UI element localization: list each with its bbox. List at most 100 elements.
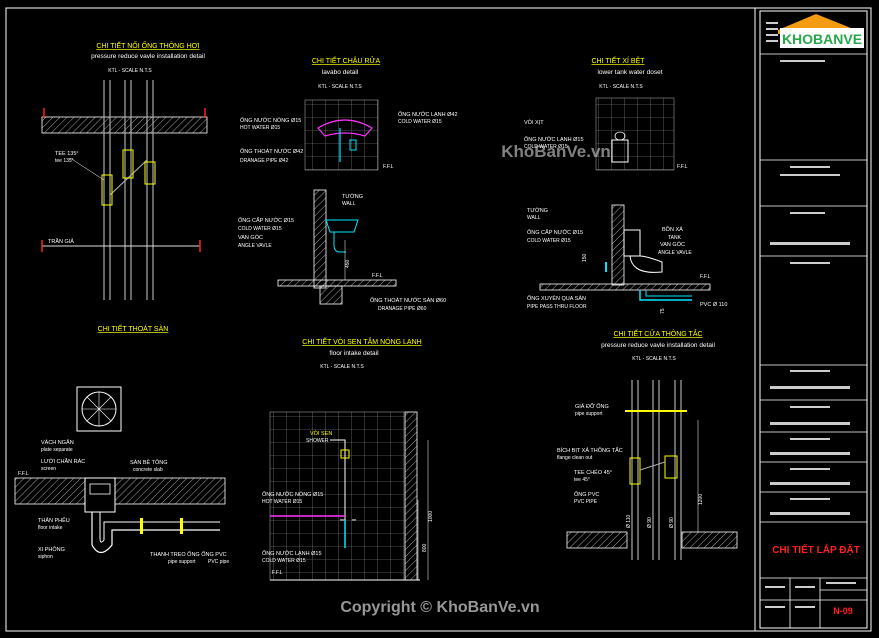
lavabo-ffl: F.F.L (372, 273, 383, 279)
floor-drain-ffl: F.F.L (18, 471, 29, 477)
floor-drain-funnel-label: THÂN PHỄU (38, 517, 70, 524)
shower-head-label: VÒI SEN (310, 430, 332, 437)
floor-drain-pvc-label: PVC pipe (208, 559, 229, 565)
cleanout-plug-label-en: flange clean out (557, 455, 593, 461)
shower-hot-label: ỐNG NƯỚC NÓNG Ø15 (262, 491, 323, 498)
lavabo-hot-label: ỐNG NƯỚC NÓNG Ø15 (240, 117, 301, 124)
shower-cold-label-en: COLD WATER Ø15 (262, 558, 306, 564)
shower-ffl: F.F.L (272, 570, 283, 576)
wc-tap-label: VÒI XỊT (524, 119, 544, 126)
shower-hot-label-en: HOT WATER Ø15 (262, 499, 302, 505)
lavabo-wall-label-en: WALL (342, 201, 356, 207)
cleanout-subtitle: pressure reduce vavle installation detai… (601, 342, 715, 349)
wc-ffl: F.F.L (700, 274, 711, 280)
cleanout-dim: 1200 (698, 494, 704, 505)
cleanout-pvc-label: ỐNG PVC (574, 491, 599, 498)
lavabo-wall-label: TƯỜNG (342, 193, 363, 200)
wc-tank-label-en: TANK (668, 235, 682, 241)
wc-cold-label-en: COLD WATER Ø15 (524, 144, 568, 150)
shower-scale: KTL - SCALE N.T.S (320, 364, 364, 370)
title-block-frame (759, 10, 868, 629)
wc-sleeve-label-en: PIPE PASS THRU FLOOR (527, 304, 587, 310)
shower-cold-label: ỐNG NƯỚC LẠNH Ø15 (262, 550, 322, 557)
cleanout-plug-label: BÍCH BỊT XẢ THÔNG TẮC (557, 446, 623, 454)
lavabo-valve-label: VAN GÓC (238, 234, 263, 241)
detail-floor-drain: CHI TIẾT THOÁT SÀN VÁCH NGĂN plate separ… (14, 323, 229, 565)
sheet-number: N-09 (833, 606, 853, 616)
lavabo-valve-label-en: ANGLE VAVLE (238, 243, 272, 249)
wc-tank-label: BỒN XẢ (662, 226, 683, 233)
wc-wall-label-en: WALL (527, 215, 541, 221)
detail-lavabo: CHI TIẾT CHẬU RỬA lavabo detail KTL - SC… (238, 55, 458, 312)
floor-drain-screen-label: LƯỚI CHẮN RÁC (41, 457, 85, 465)
title-block-placeholder-text (765, 22, 856, 608)
lavabo-cold-label: ỐNG NƯỚC LẠNH Ø42 (398, 111, 458, 118)
logo-text: KHOBANVE (782, 31, 862, 47)
vent-subtitle: pressure reduce vavle installation detai… (91, 53, 205, 60)
floor-drain-hanger-label: THANH TREO ỐNG ỐNG PVC (150, 551, 227, 558)
shower-title: CHI TIẾT VÒI SEN TẮM NÓNG LẠNH (302, 336, 421, 346)
lavabo-drain-label-en: DRANAGE PIPE Ø42 (240, 158, 289, 164)
wc-dim: 150 (582, 253, 588, 262)
wc-cold-label: ỐNG NƯỚC LẠNH Ø15 (524, 136, 584, 143)
wc-title: CHI TIẾT XÍ BỆT (591, 55, 645, 65)
cleanout-support-label: GIÁ ĐỠ ỐNG (575, 403, 609, 410)
vent-title: CHI TIẾT NỐI ỐNG THÔNG HƠI (96, 40, 199, 50)
logo: KHOBANVE (778, 14, 864, 48)
cleanout-dia-1: Ø 110 (626, 515, 632, 528)
title-block (760, 53, 867, 628)
lavabo-dim: 450 (345, 259, 351, 268)
lavabo-scale: KTL - SCALE N.T.S (318, 84, 362, 90)
floor-drain-grate-label-en: plate separate (41, 447, 73, 453)
wc-supply-label-en: COLD WATER Ø15 (527, 238, 571, 244)
floor-drain-slab-label-en: concrete slab (133, 467, 163, 473)
shower-dim-a: 1000 (428, 511, 434, 522)
wc-wall-label: TƯỜNG (527, 207, 548, 214)
detail-wc: CHI TIẾT XÍ BỆT lower tank water doset K… (524, 55, 727, 314)
floor-drain-title: CHI TIẾT THOÁT SÀN (98, 323, 169, 333)
lavabo-ffl-top: F.F.L (383, 164, 394, 170)
detail-vent: CHI TIẾT NỐI ỐNG THÔNG HƠI pressure redu… (41, 40, 208, 300)
floor-drain-screen-label-en: screen (41, 466, 56, 472)
lavabo-drain-label: ỐNG THOÁT NƯỚC Ø42 (240, 148, 303, 155)
floor-drain-funnel-label-en: floor intake (38, 525, 63, 531)
shower-dim-b: 800 (422, 543, 428, 552)
cleanout-tee-label: TEE CHÉO 45° (574, 469, 612, 476)
wc-scale: KTL - SCALE N.T.S (599, 84, 643, 90)
vent-scale: KTL - SCALE N.T.S (108, 68, 152, 74)
floor-drain-siphon-label-en: siphon (38, 554, 53, 560)
sheet-border (5, 7, 872, 632)
cleanout-dia-2: Ø 90 (647, 517, 653, 528)
sheet-title: CHI TIẾT LẮP ĐẶT (772, 543, 860, 556)
cleanout-pvc-label-en: PVC PIPE (574, 499, 598, 505)
watermark-footer: Copyright © KhoBanVe.vn (340, 599, 539, 616)
lavabo-subtitle: lavabo detail (322, 69, 359, 76)
watermark-center: KhoBanVe.vn (501, 142, 611, 161)
wc-dim2: 75 (660, 308, 666, 314)
cleanout-title: CHI TIẾT CỬA THÔNG TẮC (613, 328, 702, 338)
floor-drain-slab-label: SÀN BÊ TÔNG (130, 458, 168, 466)
vent-tee-label: TEE 135° (55, 151, 79, 157)
detail-cleanout: CHI TIẾT CỬA THÔNG TẮC pressure reduce v… (557, 328, 738, 560)
lavabo-title: CHI TIẾT CHẬU RỬA (312, 55, 381, 65)
floor-drain-siphon-label: XI PHÔNG (38, 546, 65, 553)
shower-head-label-en: SHOWER (306, 438, 329, 444)
floor-drain-hanger-label-en: pipe support (168, 559, 196, 565)
vent-tee-label-en: tee 135° (55, 158, 74, 164)
lavabo-floor-drain-label-en: DRANAGE PIPE Ø60 (378, 306, 427, 312)
lavabo-cold-label-en: COLD WATER Ø15 (398, 119, 442, 125)
cleanout-support-label-en: pipe support (575, 411, 603, 417)
floor-drain-grate-label: VÁCH NGĂN (41, 439, 74, 446)
wc-subtitle: lower tank water doset (597, 69, 662, 76)
wc-valve-label: VAN GÓC (660, 241, 685, 248)
lavabo-supply-label-en: COLD WATER Ø15 (238, 226, 282, 232)
wc-ffl-top: F.F.L (677, 164, 688, 170)
cleanout-dia-3: Ø 90 (669, 517, 675, 528)
wc-supply-label: ỐNG CẤP NƯỚC Ø15 (527, 229, 583, 236)
shower-subtitle: floor intake detail (329, 350, 379, 357)
wc-valve-label-en: ANGLE VAVLE (658, 250, 692, 256)
cleanout-tee-label-en: tee 45° (574, 477, 590, 483)
cleanout-scale: KTL - SCALE N.T.S (632, 356, 676, 362)
detail-shower: CHI TIẾT VÒI SEN TẮM NÓNG LẠNH floor int… (262, 336, 434, 581)
